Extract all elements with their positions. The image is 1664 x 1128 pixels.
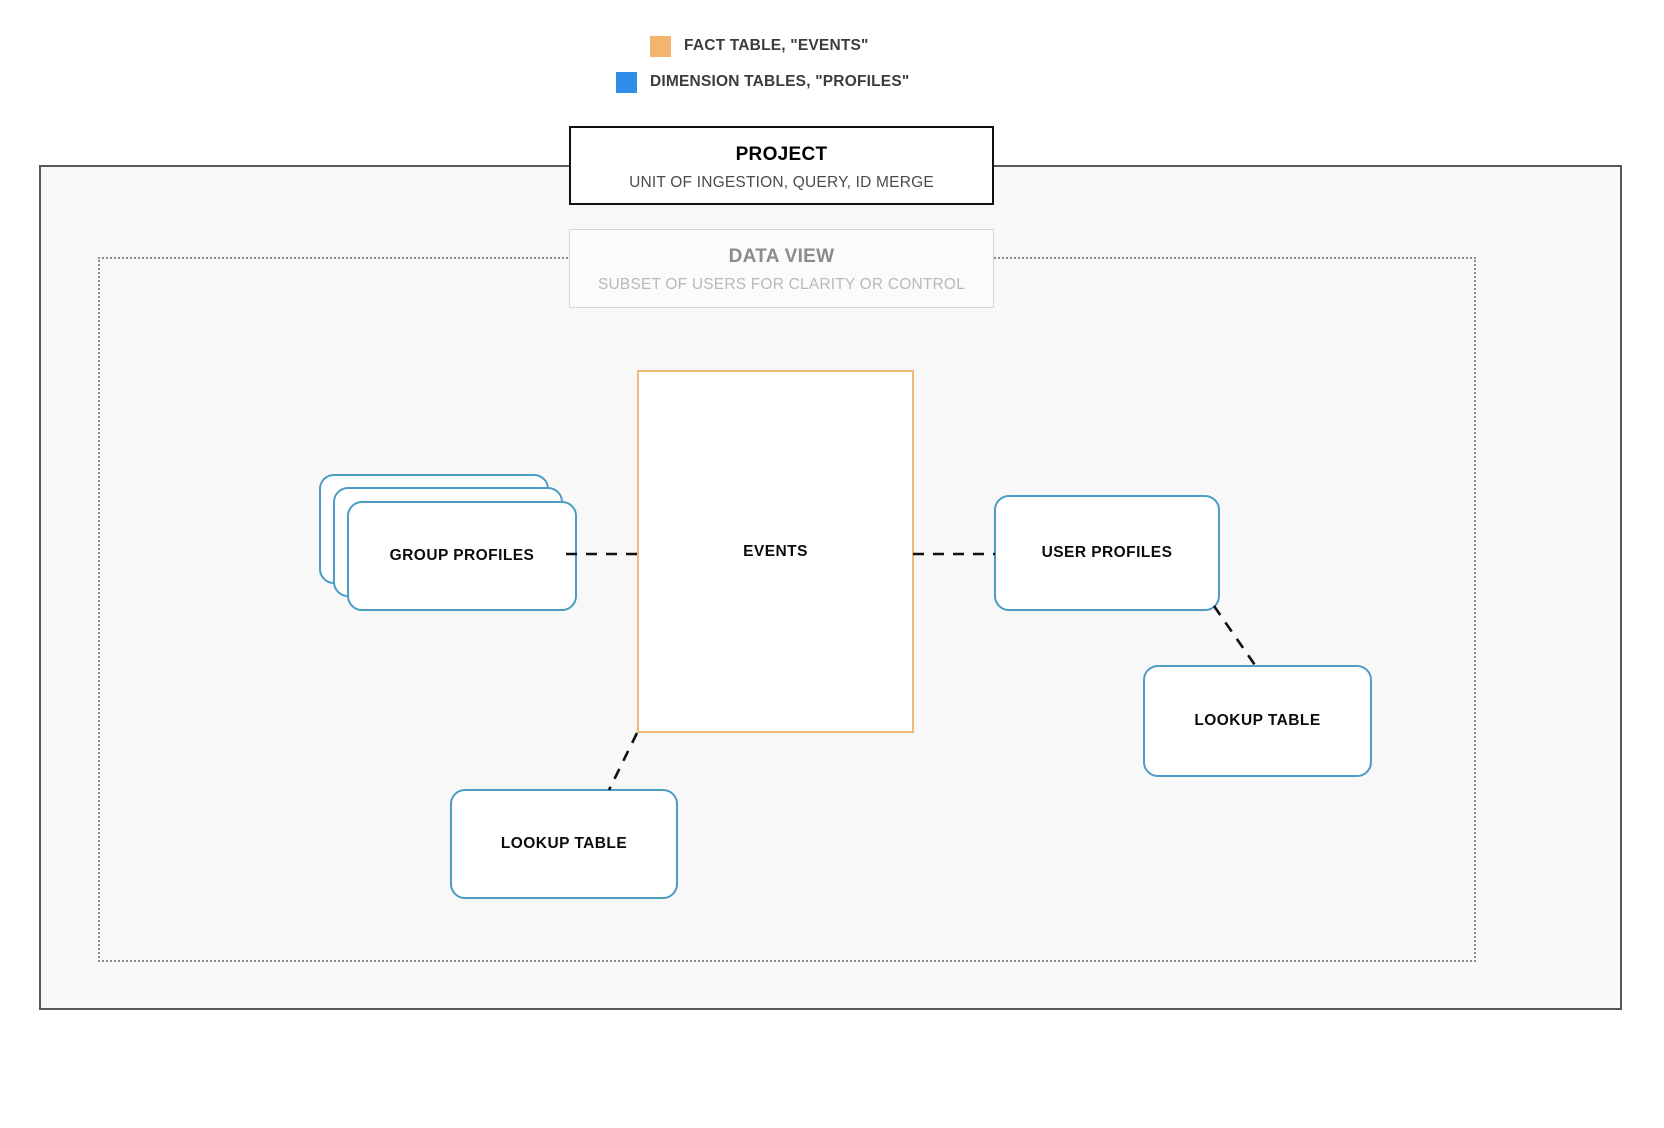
data-view-title: DATA VIEW (728, 246, 835, 267)
node-user-profiles-label: USER PROFILES (1041, 544, 1173, 561)
project-subtitle: UNIT OF INGESTION, QUERY, ID MERGE (629, 173, 934, 191)
node-lookup-table-right-label: LOOKUP TABLE (1194, 712, 1321, 729)
legend-item-label: DIMENSION TABLES, "PROFILES" (650, 73, 910, 90)
legend: FACT TABLE, "EVENTS" DIMENSION TABLES, "… (0, 28, 1664, 100)
legend-item-fact-table: FACT TABLE, "EVENTS" (0, 28, 1664, 64)
node-group-profiles-label: GROUP PROFILES (389, 547, 535, 564)
stack-sheet-front: GROUP PROFILES (347, 501, 577, 611)
project-header-card: PROJECT UNIT OF INGESTION, QUERY, ID MER… (569, 126, 994, 205)
data-view-subtitle: SUBSET OF USERS FOR CLARITY OR CONTROL (597, 275, 966, 293)
node-user-profiles[interactable]: USER PROFILES (994, 495, 1220, 611)
node-events[interactable]: EVENTS (637, 370, 914, 733)
node-lookup-table-left-label: LOOKUP TABLE (500, 835, 628, 852)
legend-item-label: FACT TABLE, "EVENTS" (684, 37, 869, 54)
data-view-header-card: DATA VIEW SUBSET OF USERS FOR CLARITY OR… (569, 229, 994, 308)
project-title: PROJECT (735, 144, 828, 165)
node-events-label: EVENTS (743, 542, 808, 560)
node-lookup-table-left[interactable]: LOOKUP TABLE (450, 789, 678, 899)
node-group-profiles[interactable]: GROUP PROFILES (319, 474, 579, 614)
node-lookup-table-right[interactable]: LOOKUP TABLE (1143, 665, 1372, 777)
legend-item-dimension-tables: DIMENSION TABLES, "PROFILES" (0, 64, 1664, 100)
blue-square-swatch (616, 71, 637, 93)
orange-square-swatch (650, 35, 671, 57)
